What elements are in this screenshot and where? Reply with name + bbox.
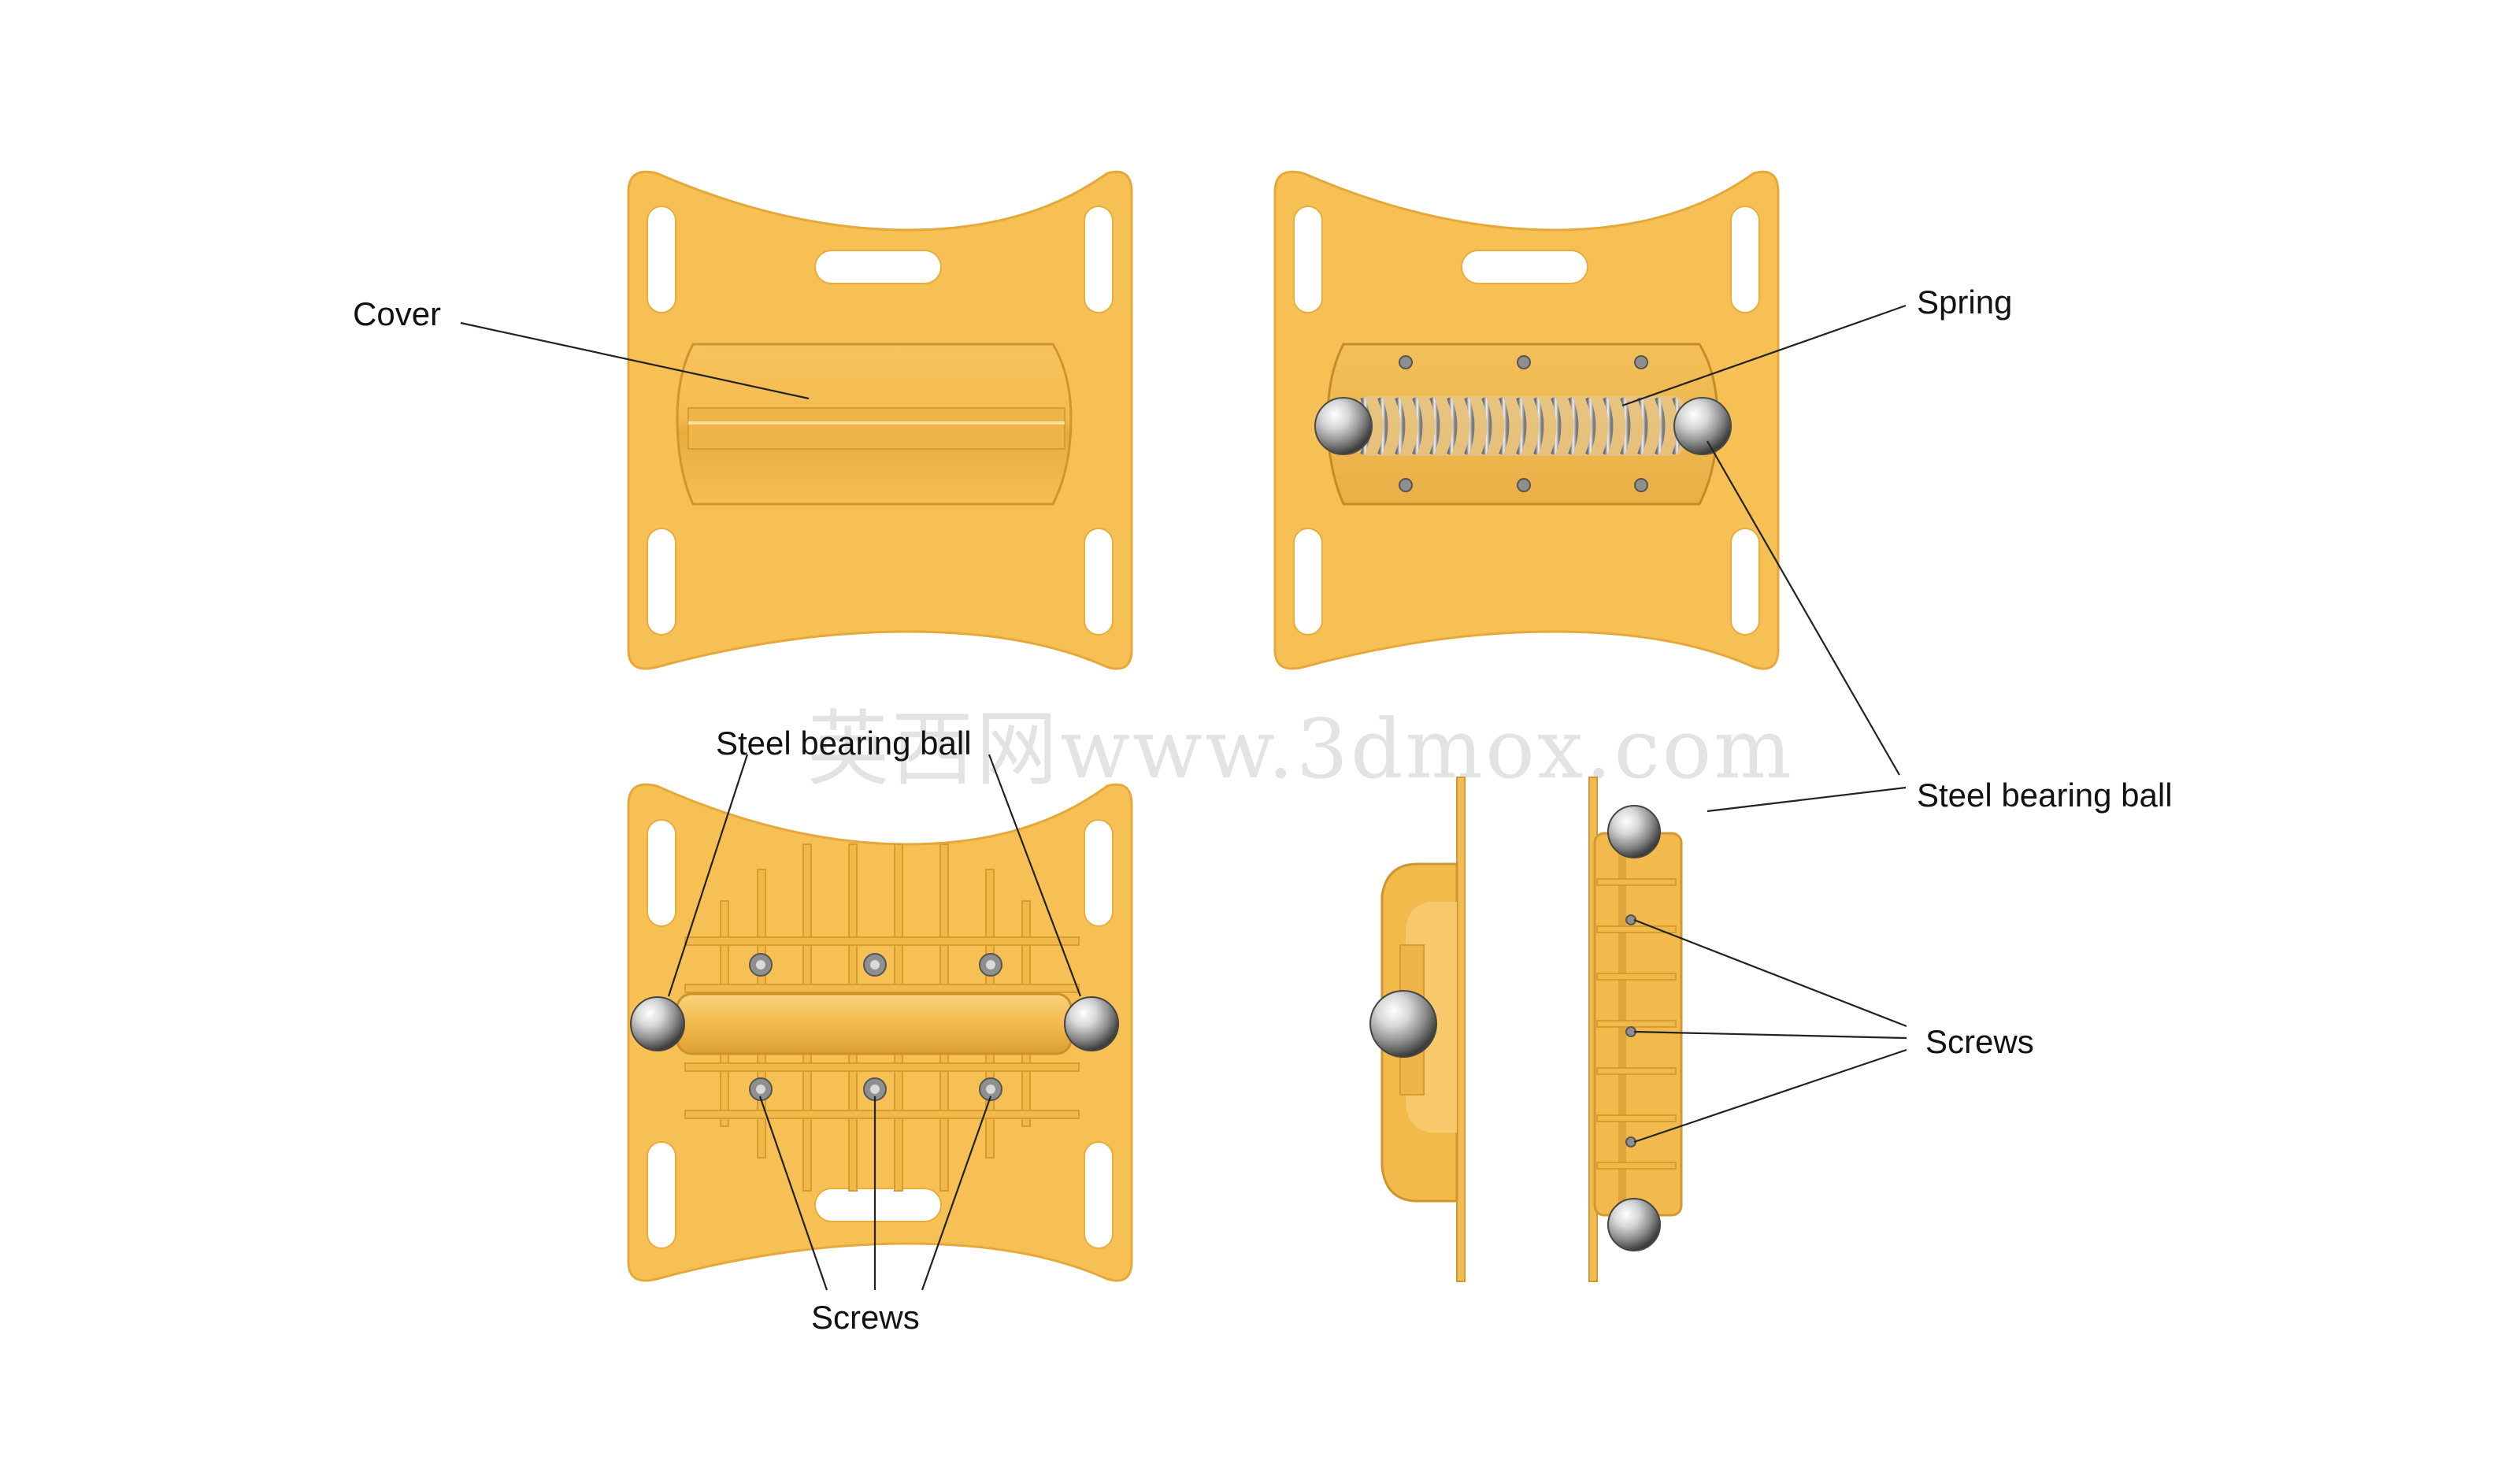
- mount-slot: [647, 206, 676, 313]
- mount-slot: [1293, 206, 1323, 313]
- bottom-slot: [814, 1188, 942, 1222]
- mount-slot: [647, 819, 676, 927]
- leader-screws-right: [1633, 1030, 1907, 1040]
- cover-ridge: [687, 407, 1065, 450]
- steel-bearing-ball: [630, 996, 685, 1051]
- leader-screw: [758, 1096, 828, 1291]
- leader-steel-bearing-topright: [1707, 440, 1900, 776]
- steel-bearing-ball: [1607, 1198, 1661, 1251]
- screw-row-top: [1399, 355, 1648, 492]
- screw: [1517, 478, 1531, 492]
- label-screws-right: Screws: [1925, 1023, 2034, 1060]
- leader-steel-bearing-left: [667, 754, 749, 997]
- bottom-left-view: [627, 783, 1133, 1282]
- label-cover: Cover: [353, 295, 441, 332]
- watermark-text: 英西网www.3dmox.com: [807, 701, 1794, 797]
- side-ribs: [1596, 878, 1677, 1170]
- mount-slot: [1084, 528, 1114, 636]
- callout-labels: Cover Spring Steel bearing ball Steel be…: [353, 284, 2173, 1336]
- steel-bearing-ball: [1673, 397, 1732, 455]
- steel-bearing-ball: [1607, 805, 1661, 858]
- screw-set: [749, 953, 1002, 1101]
- screw: [1399, 478, 1413, 492]
- leader-screw: [921, 1096, 992, 1291]
- mount-slot: [1084, 1141, 1114, 1249]
- mount-slot: [1730, 206, 1760, 313]
- leader-screws-right: [1633, 918, 1907, 1028]
- leader-lines: [460, 304, 1907, 1291]
- bottom-right-view: [1369, 777, 1683, 1282]
- spring: [1354, 396, 1685, 456]
- mount-slot: [1293, 528, 1323, 636]
- mount-slot: [1730, 528, 1760, 636]
- label-steel-bearing-ball-left: Steel bearing ball: [716, 725, 972, 762]
- top-slot: [1461, 250, 1588, 284]
- steel-bearing-ball: [1314, 397, 1373, 455]
- screw: [1399, 355, 1413, 369]
- steel-bearing-ball: [1369, 990, 1437, 1058]
- screw: [1517, 355, 1531, 369]
- top-slot: [814, 250, 942, 284]
- leader-spring: [1621, 304, 1907, 407]
- screw: [1634, 355, 1648, 369]
- top-right-view: [1273, 170, 1780, 670]
- mount-slot: [1084, 206, 1114, 313]
- steel-bearing-ball: [1064, 996, 1119, 1051]
- leader-steel-bearing-right: [1707, 786, 1907, 813]
- label-screws-bottom: Screws: [811, 1299, 920, 1336]
- label-spring: Spring: [1917, 284, 2012, 321]
- leader-steel-bearing-right-bottom: [988, 754, 1082, 997]
- mount-slot: [647, 1141, 676, 1249]
- mount-slot: [1084, 819, 1114, 927]
- leader-cover: [460, 321, 810, 400]
- top-left-view: [627, 170, 1133, 670]
- screw: [1634, 478, 1648, 492]
- leader-screws-right: [1633, 1048, 1907, 1144]
- label-steel-bearing-ball-right: Steel bearing ball: [1917, 777, 2173, 814]
- housing: [676, 992, 1073, 1055]
- mount-slot: [647, 528, 676, 636]
